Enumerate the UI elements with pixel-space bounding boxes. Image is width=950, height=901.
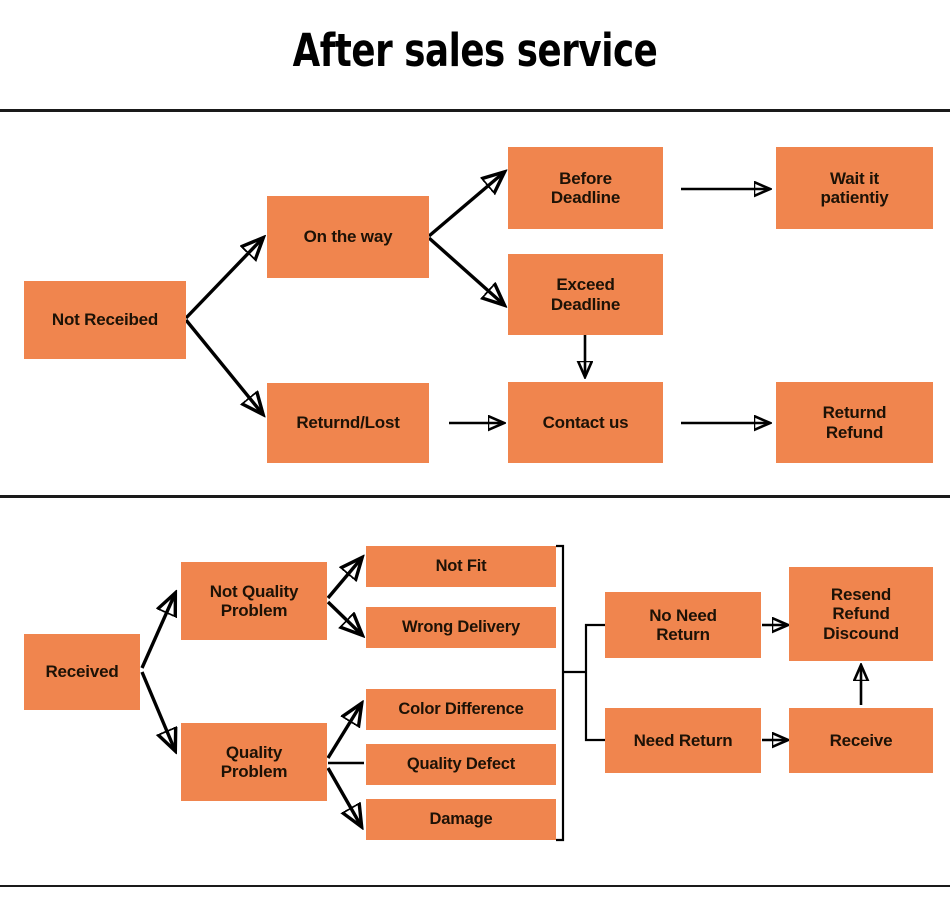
node-label-line2: Problem (220, 601, 288, 620)
node-label: Damage (429, 810, 493, 829)
node-exceed-deadline[interactable]: Exceed Deadline (508, 254, 663, 335)
divider-middle (0, 495, 950, 498)
node-label: Returnd/Lost (296, 413, 400, 433)
node-label-line1: No Need (649, 605, 717, 625)
node-color-difference[interactable]: Color Difference (366, 689, 556, 730)
node-quality-defect[interactable]: Quality Defect (366, 744, 556, 785)
node-resend-refund-discound[interactable]: Resend Refund Discound (789, 567, 933, 661)
node-label-line1: Not Quality (209, 581, 299, 601)
node-no-need-return[interactable]: No Need Return (605, 592, 761, 658)
node-not-receibed[interactable]: Not Receibed (24, 281, 186, 359)
node-damage[interactable]: Damage (366, 799, 556, 840)
node-label-line2: Deadline (550, 188, 621, 207)
node-label-line2: Problem (220, 762, 288, 781)
node-on-the-way[interactable]: On the way (267, 196, 429, 278)
node-label: Wrong Delivery (402, 618, 520, 637)
node-before-deadline[interactable]: Before Deadline (508, 147, 663, 229)
divider-bottom (0, 885, 950, 887)
node-label: Color Difference (398, 700, 524, 719)
node-returnd-lost[interactable]: Returnd/Lost (267, 383, 429, 463)
node-quality-problem[interactable]: Quality Problem (181, 723, 327, 801)
divider-top (0, 109, 950, 112)
node-label-line1: Resend (830, 585, 892, 605)
node-not-quality-problem[interactable]: Not Quality Problem (181, 562, 327, 640)
node-label: Quality Defect (406, 755, 516, 774)
node-label: Receive (829, 730, 893, 750)
node-label: Received (45, 662, 119, 682)
node-label: Need Return (633, 730, 733, 750)
node-label-line1: Returnd (822, 403, 887, 423)
node-wrong-delivery[interactable]: Wrong Delivery (366, 607, 556, 648)
node-need-return[interactable]: Need Return (605, 708, 761, 773)
node-wait-patiently[interactable]: Wait it patientiy (776, 147, 933, 229)
node-not-fit[interactable]: Not Fit (366, 546, 556, 587)
node-label-line2: patientiy (820, 188, 889, 207)
page-title: After sales service (292, 24, 658, 77)
node-label: Not Receibed (51, 310, 159, 330)
node-returnd-refund[interactable]: Returnd Refund (776, 382, 933, 463)
node-received[interactable]: Received (24, 634, 140, 710)
node-label: Contact us (542, 412, 629, 432)
node-contact-us[interactable]: Contact us (508, 382, 663, 463)
node-label-line1: Wait it (830, 168, 879, 188)
node-label: Not Fit (435, 557, 487, 576)
node-label: On the way (303, 227, 393, 247)
node-label-line1: Exceed (556, 275, 615, 295)
node-label-line2: Refund (825, 422, 884, 442)
node-label-line3: Discound (823, 623, 899, 643)
node-label-line2: Return (656, 625, 710, 644)
node-label-line2: Refund (832, 604, 890, 624)
node-label-line1: Before (559, 168, 612, 188)
node-receive[interactable]: Receive (789, 708, 933, 773)
node-label-line1: Quality (225, 742, 283, 762)
node-label-line2: Deadline (550, 294, 621, 314)
